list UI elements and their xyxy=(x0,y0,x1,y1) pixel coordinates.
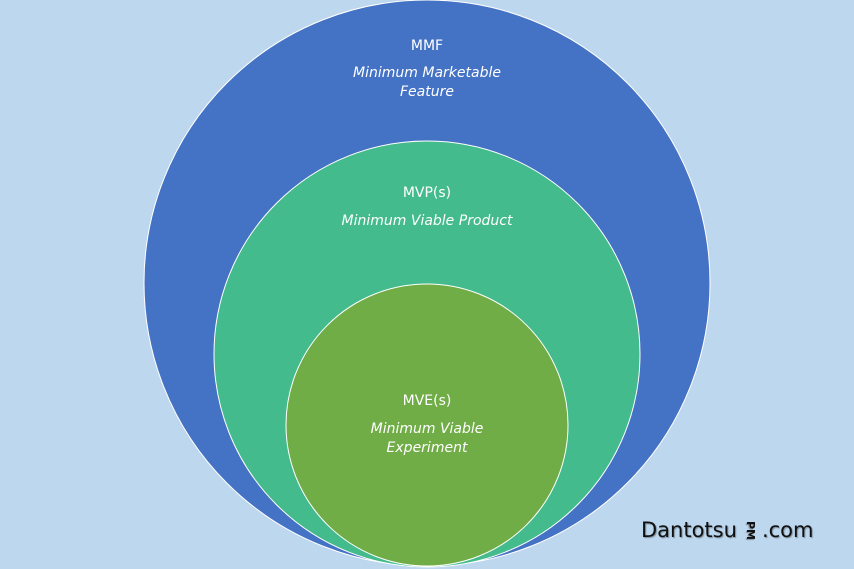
brand-logo: Dantotsu PM.com xyxy=(641,517,813,542)
mmf-title: MMF xyxy=(410,38,444,54)
brand-suffix: .com xyxy=(761,518,814,542)
mve-subtitle-line-1: Minimum Viable xyxy=(370,421,484,437)
mve-title: MVE(s) xyxy=(402,393,452,409)
mvp-title: MVP(s) xyxy=(402,185,452,201)
brand-name: Dantotsu xyxy=(641,518,737,542)
mmf-subtitle-line-1: Minimum Marketable xyxy=(353,65,501,81)
mvp-subtitle: Minimum Viable Product xyxy=(341,213,513,229)
circle-mve xyxy=(285,283,569,567)
brand-pm: PM xyxy=(743,520,757,540)
mve-subtitle-line-2: Experiment xyxy=(386,440,468,456)
mmf-subtitle-line-2: Feature xyxy=(400,84,454,100)
